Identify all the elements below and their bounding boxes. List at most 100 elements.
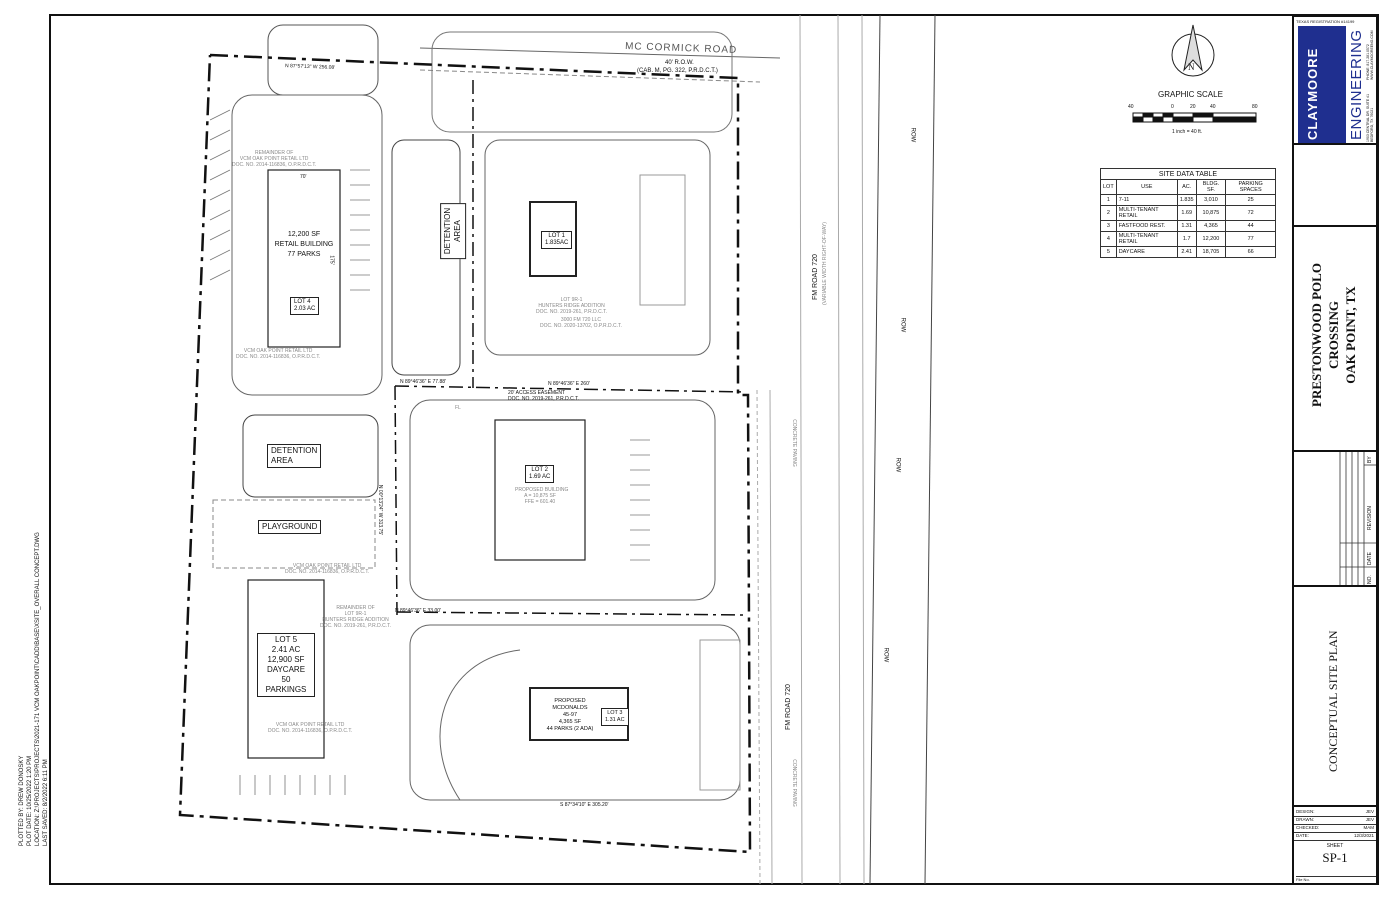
bearing-2: N 89°46'36" E 260' bbox=[548, 381, 590, 387]
plotted-by-label: PLOTTED BY: bbox=[19, 807, 25, 846]
registration: TEXAS REGISTRATION #14199 bbox=[1296, 19, 1355, 24]
rev-header-revision: REVISION bbox=[1367, 506, 1373, 530]
checked-row: CHECKED:MAM bbox=[1294, 824, 1376, 833]
plot-info: PLOTTED BY: DREW DONOSKY PLOT DATE: 10/2… bbox=[18, 532, 50, 846]
header-ac: AC. bbox=[1176, 179, 1197, 195]
concrete-paving-label: CONCRETE PAVING bbox=[790, 419, 797, 467]
scale-tick: 20 bbox=[1190, 104, 1196, 110]
graphic-scale-bar bbox=[1132, 112, 1257, 123]
fm-road-720-sub: (VARIABLE WIDTH RIGHT-OF-WAY) bbox=[822, 222, 828, 305]
address: 1903 CENTRAL DR. SUITE #1 BEDFORD, TX 76… bbox=[1366, 93, 1374, 142]
row-label: ROW bbox=[899, 317, 906, 333]
header-lot: LOT bbox=[1100, 179, 1117, 195]
plot-date: 10/25/2022 1:20 PM bbox=[27, 755, 33, 810]
north-letter: N bbox=[1188, 62, 1195, 72]
plotted-by: DREW DONOSKY bbox=[19, 755, 25, 806]
drawing-info-panel bbox=[1292, 805, 1378, 885]
sheet-title: CONCEPTUAL SITE PLAN bbox=[1326, 630, 1340, 772]
site-data-table-title: SITE DATA TABLE bbox=[1100, 168, 1276, 180]
plot-date-label: PLOT DATE: bbox=[27, 811, 33, 846]
location-label: LOCATION: bbox=[35, 814, 41, 846]
scale-tick: 40 bbox=[1128, 104, 1134, 110]
bearing-5: N 00°13'24" W 313.75' bbox=[377, 484, 384, 536]
sheet-border bbox=[49, 14, 1379, 885]
flow-line-label: FL bbox=[455, 405, 461, 411]
row-label: ROW bbox=[882, 647, 889, 663]
rev-header-no: NO. bbox=[1367, 575, 1373, 584]
header-use: USE bbox=[1115, 179, 1178, 195]
rev-header-by: BY bbox=[1367, 456, 1373, 463]
bearing-3: N 89°46'36" E 33.00' bbox=[395, 608, 441, 614]
title-block-blank bbox=[1292, 143, 1378, 227]
scale-note: 1 inch = 40 ft. bbox=[1172, 129, 1203, 135]
concrete-paving-label: CONCRETE PAVING bbox=[790, 759, 797, 807]
scale-tick: 80 bbox=[1252, 104, 1258, 110]
mc-cormick-row: 40' R.O.W. bbox=[665, 60, 694, 66]
fm-road-720-label: FM ROAD 720 bbox=[812, 254, 819, 300]
project-panel bbox=[1292, 225, 1378, 452]
bearing-4: S 87°34'10" E 305.20' bbox=[560, 802, 609, 808]
north-arrow-icon bbox=[1171, 24, 1215, 77]
header-bldg-sf: BLDG. SF. bbox=[1195, 179, 1227, 195]
fm-road-720-lines bbox=[756, 14, 936, 885]
scale-tick: 40 bbox=[1210, 104, 1216, 110]
mc-cormick-ref: (CAB. M, PG. 322, P.R.D.C.T.) bbox=[637, 68, 718, 74]
rev-header-date: DATE bbox=[1367, 552, 1373, 565]
location: Z:\PROJECTS\PROJECTS\2021-171 VCM OAKPOI… bbox=[35, 532, 41, 813]
revision-table bbox=[1292, 450, 1378, 587]
last-saved: 8/2/2022 6:11 PM bbox=[43, 759, 49, 807]
row-label: ROW bbox=[894, 457, 901, 473]
lot4-width-dim: 70' bbox=[300, 174, 307, 180]
logo-text: CLAYMOORE bbox=[1305, 47, 1320, 140]
design-row: DESIGN:JEV bbox=[1294, 808, 1376, 817]
drawn-row: DRAWN:JEV bbox=[1294, 816, 1376, 825]
bearing-top: N 87°57'13" W 256.08' bbox=[284, 63, 336, 71]
file-no-label: File No. bbox=[1296, 876, 1376, 883]
header-parking: PARKING SPACES bbox=[1225, 179, 1276, 195]
buildings bbox=[247, 169, 629, 759]
fm-road-720-label-south: FM ROAD 720 bbox=[785, 684, 792, 730]
sheet-number: SP-1 bbox=[1322, 850, 1348, 865]
site-data-table: SITE DATA TABLE LOT USE AC. BLDG. SF. PA… bbox=[1100, 168, 1276, 258]
phone: PHONE: 817.281.0572 WWW.CLAYMOOREENG.COM bbox=[1366, 30, 1374, 80]
sheet-title-panel bbox=[1292, 585, 1378, 807]
playground-label: PLAYGROUND bbox=[258, 520, 322, 534]
claymoore-logo bbox=[1298, 26, 1346, 144]
scale-tick: 0 bbox=[1171, 104, 1174, 110]
lot4-height-dim: 175' bbox=[328, 255, 335, 265]
logo-sub: ENGINEERING bbox=[1348, 29, 1365, 140]
property-boundary bbox=[178, 53, 752, 854]
date-row: DATE:12/3/2021 bbox=[1294, 832, 1376, 841]
graphic-scale-title: GRAPHIC SCALE bbox=[1158, 90, 1223, 99]
parking-stripes bbox=[209, 109, 650, 795]
table-header-row: LOT USE AC. BLDG. SF. PARKING SPACES bbox=[1100, 179, 1276, 195]
row-label: ROW bbox=[909, 127, 916, 143]
bearing-1: N 89°46'36" E 77.88' bbox=[400, 379, 446, 385]
sheet-label: SHEET bbox=[1326, 843, 1344, 849]
